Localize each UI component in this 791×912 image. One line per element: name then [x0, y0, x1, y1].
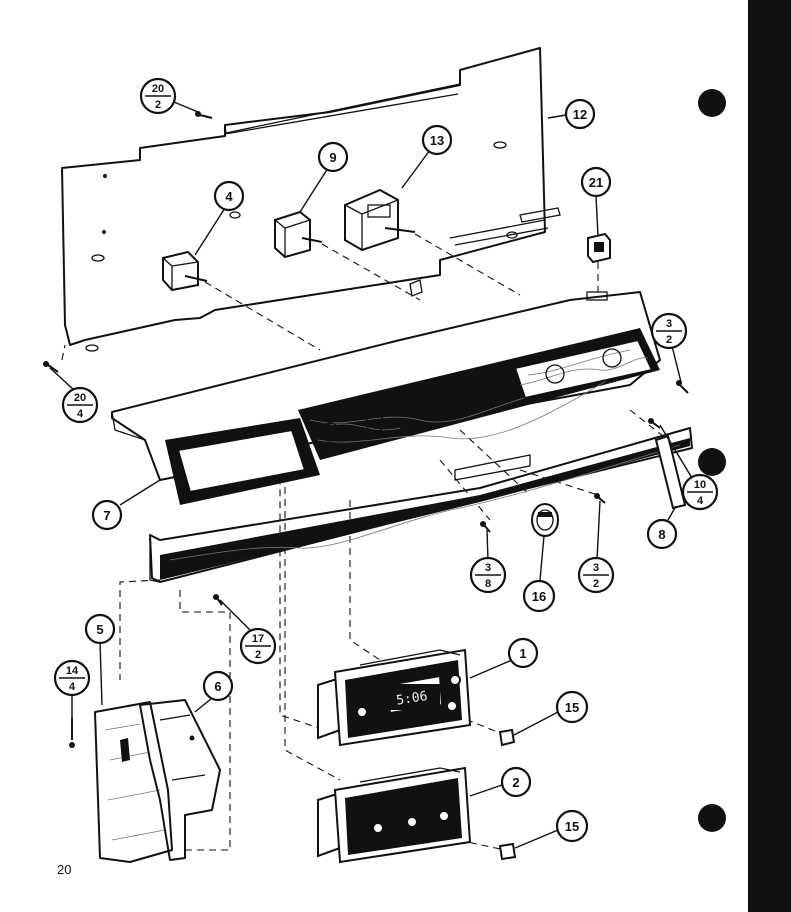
callout-leaders — [49, 101, 693, 849]
page-number: 20 — [57, 862, 71, 877]
callout-1: 1 — [507, 637, 539, 669]
control-panel-part-7 — [111, 291, 661, 505]
svg-text:9: 9 — [329, 150, 336, 165]
callout-5: 5 — [84, 613, 116, 645]
svg-text:2: 2 — [666, 334, 672, 346]
callout-12: 12 — [564, 98, 596, 130]
binding-edge-strip — [748, 0, 791, 912]
svg-text:7: 7 — [103, 508, 110, 523]
svg-text:17: 17 — [252, 633, 264, 645]
svg-text:2: 2 — [512, 775, 519, 790]
callout-20-4: 20 4 — [61, 386, 99, 424]
switch-module-part-2 — [317, 766, 472, 864]
svg-text:2: 2 — [255, 649, 261, 661]
assembly-guide-lines — [61, 233, 669, 851]
svg-text:8: 8 — [485, 578, 491, 590]
binder-hole-bottom — [698, 804, 726, 832]
svg-text:2: 2 — [155, 99, 161, 111]
callout-3-8: 3 8 — [469, 556, 507, 594]
callout-20-2: 20 2 — [139, 77, 177, 115]
callout-4: 4 — [213, 180, 245, 212]
clock-display-readout: 5:06 — [395, 689, 428, 709]
svg-text:8: 8 — [658, 527, 665, 542]
rod-part-8 — [654, 434, 687, 510]
svg-text:12: 12 — [573, 107, 587, 122]
callout-6: 6 — [202, 670, 234, 702]
bracket-part-6 — [139, 699, 221, 861]
svg-text:20: 20 — [152, 83, 164, 95]
callout-17-2: 17 2 — [239, 627, 277, 665]
callout-2: 2 — [500, 766, 532, 798]
svg-text:6: 6 — [214, 679, 221, 694]
binder-hole-middle — [698, 448, 726, 476]
callout-3-2-lower: 3 2 — [577, 556, 615, 594]
svg-text:3: 3 — [666, 318, 672, 330]
bracket-part-5 — [94, 701, 173, 863]
callout-15-lower: 15 — [555, 809, 589, 843]
thermostat-part-13 — [344, 188, 416, 252]
svg-text:16: 16 — [532, 589, 546, 604]
clips-part-15 — [498, 728, 517, 861]
svg-text:21: 21 — [589, 175, 603, 190]
rocker-switch-part-21 — [587, 232, 611, 264]
callout-13: 13 — [421, 124, 453, 156]
binder-hole-top — [698, 89, 726, 117]
svg-text:2: 2 — [593, 578, 599, 590]
screws — [43, 111, 689, 748]
clock-display-window — [388, 684, 440, 710]
callout-10-4: 10 4 — [681, 473, 719, 511]
svg-text:14: 14 — [66, 665, 79, 677]
switch-part-4 — [162, 250, 208, 292]
svg-text:15: 15 — [565, 700, 579, 715]
callout-8: 8 — [646, 518, 678, 550]
svg-text:3: 3 — [593, 562, 599, 574]
callout-21: 21 — [580, 166, 612, 198]
svg-text:4: 4 — [77, 408, 84, 420]
callout-9: 9 — [317, 141, 349, 173]
svg-text:5: 5 — [96, 622, 103, 637]
switch-part-9 — [274, 210, 323, 259]
svg-text:10: 10 — [694, 479, 706, 491]
back-panel-part-12 — [61, 47, 561, 352]
svg-text:4: 4 — [225, 189, 233, 204]
svg-text:4: 4 — [69, 681, 76, 693]
svg-text:3: 3 — [485, 562, 491, 574]
svg-text:1: 1 — [519, 646, 526, 661]
svg-text:20: 20 — [74, 392, 86, 404]
callout-3-2-upper: 3 2 — [650, 312, 688, 350]
svg-text:4: 4 — [697, 495, 704, 507]
svg-text:13: 13 — [430, 133, 444, 148]
knob-part-16 — [531, 503, 559, 537]
svg-text:15: 15 — [565, 819, 579, 834]
callout-15-upper: 15 — [555, 690, 589, 724]
callout-14-4: 14 4 — [53, 659, 91, 697]
lower-trim-strip — [149, 427, 693, 583]
callout-16: 16 — [522, 579, 556, 613]
callout-7: 7 — [91, 499, 123, 531]
